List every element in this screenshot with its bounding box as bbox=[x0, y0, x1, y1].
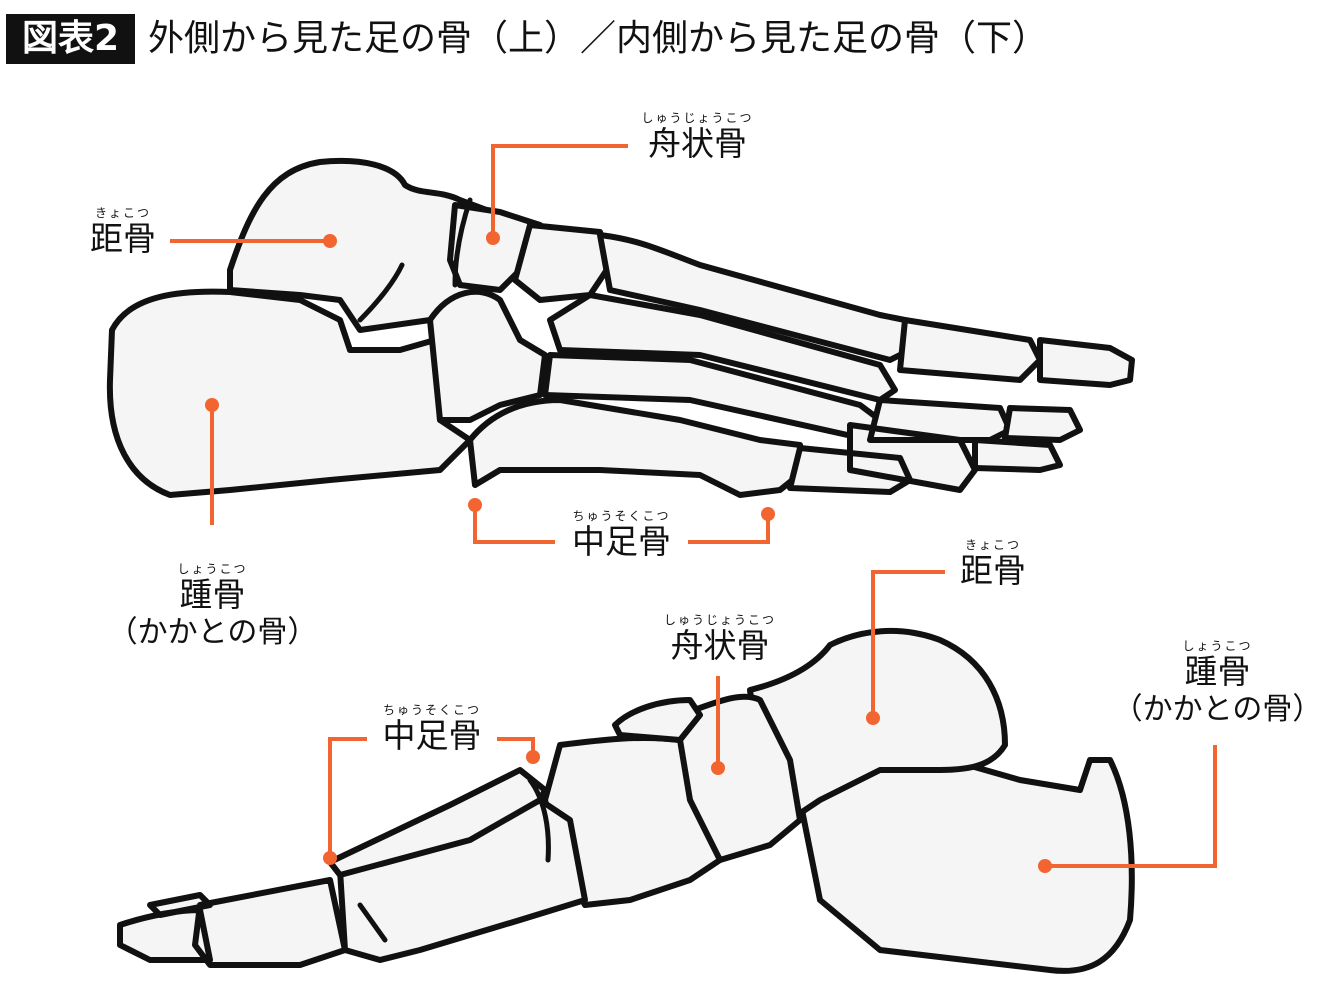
marker-metatarsal-bottom-right bbox=[526, 750, 540, 764]
marker-metatarsal-bottom-left bbox=[323, 851, 337, 865]
figure-title: 外側から見た足の骨（上）／内側から見た足の骨（下） bbox=[148, 18, 1049, 59]
ruby: しょうこつ bbox=[177, 562, 248, 576]
marker-metatarsal-top-left bbox=[468, 498, 482, 512]
marker-metatarsal-top-right bbox=[761, 507, 775, 521]
leader-navicular-top bbox=[491, 144, 628, 238]
figure-badge: 図表2 bbox=[6, 14, 135, 64]
label-talus-top: きょこつ 距骨 bbox=[78, 206, 168, 258]
ruby: ちゅうそくこつ bbox=[572, 509, 671, 523]
ruby: きょこつ bbox=[964, 538, 1021, 552]
bone-metatarsal-1 bbox=[597, 232, 913, 363]
bottom-foot-medial bbox=[117, 628, 1135, 974]
bone-name: 舟状骨 bbox=[648, 124, 747, 163]
bone-calcaneus-top bbox=[106, 288, 473, 498]
marker-talus-top bbox=[323, 234, 337, 248]
ruby: しょうこつ bbox=[1182, 639, 1253, 653]
bone-note: （かかとの骨） bbox=[1112, 692, 1323, 727]
bone-talus-bottom bbox=[747, 628, 1008, 823]
leader-talus-bottom bbox=[871, 570, 945, 718]
bone-name: 距骨 bbox=[90, 219, 156, 258]
label-navicular-top: しゅうじょうこつ 舟状骨 bbox=[630, 111, 765, 163]
bone-metatarsal-2-bottom bbox=[327, 767, 548, 878]
top-foot-lateral bbox=[106, 157, 1135, 498]
bone-name: 踵骨 bbox=[179, 575, 246, 614]
ruby: ちゅうそくこつ bbox=[382, 703, 481, 717]
marker-calcaneus-bottom bbox=[1038, 859, 1052, 873]
label-calcaneus-bottom: しょうこつ 踵骨 （かかとの骨） bbox=[1095, 639, 1340, 729]
bone-name: 距骨 bbox=[960, 551, 1026, 590]
bone-note: （かかとの骨） bbox=[107, 615, 318, 650]
label-metatarsal-bottom: ちゅうそくこつ 中足骨 bbox=[367, 703, 497, 755]
bone-name: 舟状骨 bbox=[670, 626, 770, 665]
bone-name: 中足骨 bbox=[572, 522, 671, 561]
bone-phalanges-proximal bbox=[787, 317, 1043, 495]
leader-calcaneus-bottom bbox=[1045, 745, 1217, 868]
ruby: きょこつ bbox=[94, 206, 151, 220]
bone-cuneiform-top bbox=[512, 222, 613, 303]
bone-name: 踵骨 bbox=[1184, 652, 1251, 691]
ruby: しゅうじょうこつ bbox=[641, 111, 754, 125]
marker-navicular-bottom bbox=[711, 761, 725, 775]
bone-toes-bottom bbox=[117, 877, 348, 968]
label-talus-bottom: きょこつ 距骨 bbox=[948, 538, 1038, 590]
leader-metatarsal-bottom-left bbox=[328, 737, 367, 858]
label-navicular-bottom: しゅうじょうこつ 舟状骨 bbox=[650, 613, 790, 665]
ruby: しゅうじょうこつ bbox=[663, 613, 776, 627]
bone-name: 中足骨 bbox=[382, 716, 482, 755]
leader-metatarsal-top-right bbox=[688, 514, 770, 544]
bone-phalanges-distal bbox=[972, 337, 1135, 473]
bone-cuneiform-top-bottom bbox=[612, 697, 703, 743]
leader-lines bbox=[170, 144, 1217, 873]
label-metatarsal-top: ちゅうそくこつ 中足骨 bbox=[555, 509, 688, 561]
bone-metatarsal-5 bbox=[467, 397, 808, 498]
label-calcaneus-top: しょうこつ 踵骨 （かかとの骨） bbox=[90, 562, 335, 652]
marker-calcaneus-top bbox=[205, 398, 219, 412]
bone-cuboid-top bbox=[427, 288, 548, 423]
leader-metatarsal-top-left bbox=[473, 505, 555, 544]
marker-navicular-top bbox=[486, 231, 500, 245]
marker-talus-bottom bbox=[866, 711, 880, 725]
